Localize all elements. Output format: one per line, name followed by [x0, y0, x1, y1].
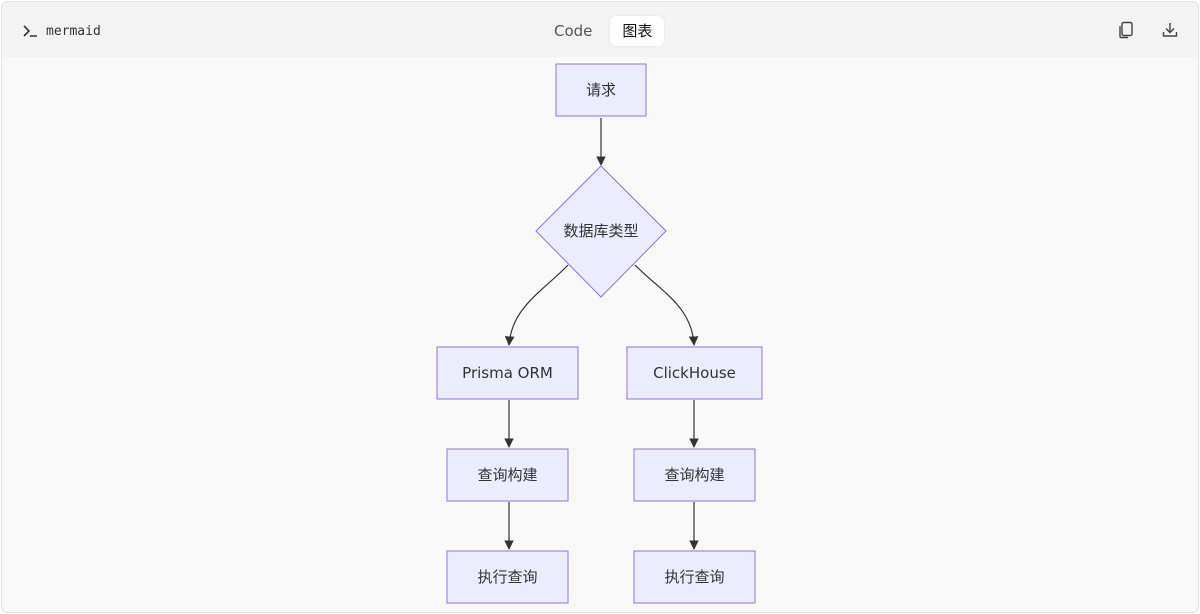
node-clickhouse-exec: 执行查询 — [633, 550, 756, 604]
node-db-type: 数据库类型 — [535, 165, 667, 298]
download-button[interactable] — [1158, 18, 1182, 42]
node-clickhouse: ClickHouse — [626, 346, 763, 400]
node-prisma-exec: 执行查询 — [446, 550, 569, 604]
tab-code[interactable]: Code — [554, 22, 593, 40]
node-request: 请求 — [555, 63, 647, 117]
edge-dbtype-to-prisma — [504, 264, 569, 346]
node-prisma-label: Prisma ORM — [462, 364, 553, 382]
node-clickhouse-label: ClickHouse — [653, 364, 736, 382]
node-prisma-build-label: 查询构建 — [477, 466, 537, 484]
node-db-type-label: 数据库类型 — [563, 222, 638, 240]
node-request-label: 请求 — [586, 81, 616, 99]
copy-button[interactable] — [1114, 18, 1138, 42]
copy-icon — [1119, 21, 1133, 39]
download-icon — [1162, 23, 1178, 37]
terminal-icon — [23, 25, 37, 37]
language-label: mermaid — [22, 20, 101, 42]
node-clickhouse-exec-label: 执行查询 — [664, 568, 724, 586]
tab-diagram[interactable]: 图表 — [610, 16, 665, 46]
code-block-toolbar: mermaid Code 图表 — [2, 2, 1198, 57]
node-prisma: Prisma ORM — [436, 346, 579, 400]
view-tabs: Code 图表 — [542, 15, 665, 47]
node-prisma-build: 查询构建 — [446, 448, 569, 502]
edge-dbtype-to-clickhouse — [634, 264, 699, 346]
node-clickhouse-build-label: 查询构建 — [664, 466, 724, 484]
language-name: mermaid — [46, 23, 101, 39]
node-prisma-exec-label: 执行查询 — [477, 568, 537, 586]
node-clickhouse-build: 查询构建 — [633, 448, 756, 502]
